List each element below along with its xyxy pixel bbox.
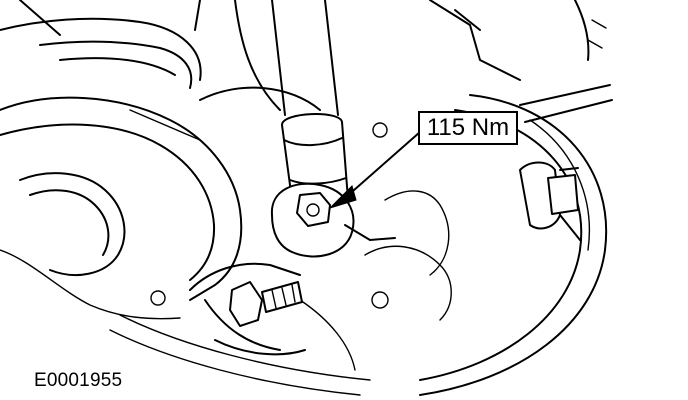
figure-id: E0001955 [34, 370, 123, 391]
torque-callout: 115 Nm [418, 111, 518, 145]
body-panel [0, 0, 281, 111]
lower-control-arm [0, 96, 243, 320]
knuckle [150, 86, 452, 356]
shock-mount-bolt [270, 182, 396, 258]
upper-link [429, 0, 613, 241]
brake-disc [109, 94, 608, 396]
ball-joint [229, 281, 303, 327]
callout-leader [329, 131, 421, 209]
